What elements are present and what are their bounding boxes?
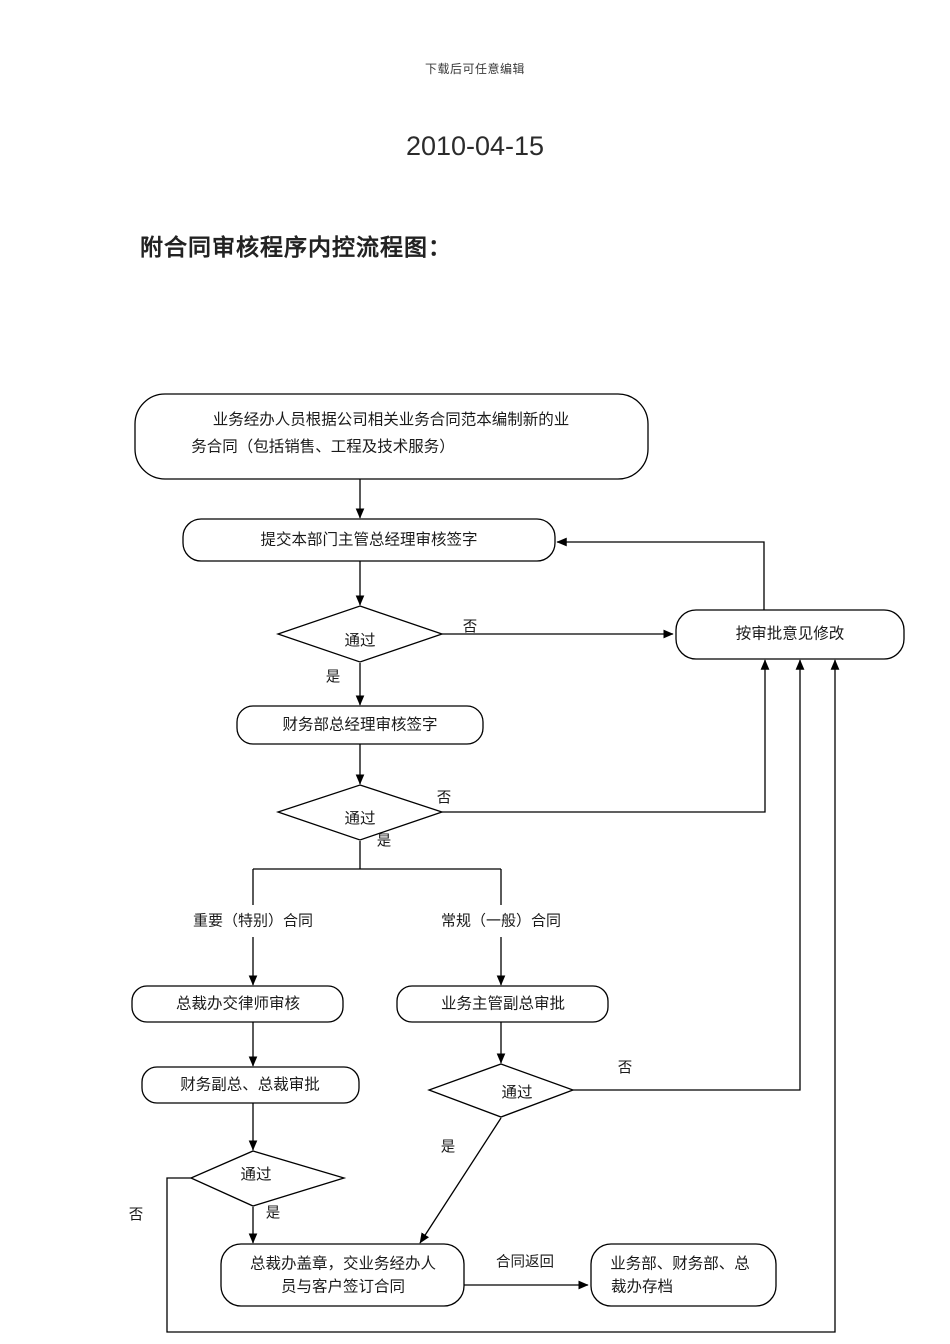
- node-decision-4[interactable]: [189, 1150, 347, 1207]
- label-decision1-yes: 是: [326, 669, 341, 685]
- node-decision-3[interactable]: [427, 1063, 575, 1118]
- node-revise-label: 按审批意见修改: [736, 624, 845, 643]
- edge-decision2-no-to-revise: [442, 659, 770, 813]
- node-vp-business-label: 业务主管副总审批: [441, 995, 565, 1013]
- node-start[interactable]: [134, 393, 649, 480]
- edge-decision3-no-to-revise: [573, 659, 805, 1091]
- edge-decision4-no-to-revise: [166, 659, 840, 1333]
- edge-revise-to-submit: [556, 537, 765, 610]
- node-submit-dept-gm-label: 提交本部门主管总经理审核签字: [260, 531, 477, 549]
- node-start-label-line2: 务合同（包括销售、工程及技术服务）: [191, 438, 455, 456]
- edge-decision3-yes-to-seal: [419, 1117, 502, 1244]
- label-contract-return: 合同返回: [496, 1253, 554, 1270]
- node-finance-vp-ceo[interactable]: [141, 1066, 360, 1104]
- label-decision1-no: 否: [463, 619, 478, 635]
- node-start-label-line1: 业务经办人员根据公司相关业务合同范本编制新的业: [213, 411, 570, 429]
- node-vp-business[interactable]: [396, 985, 609, 1023]
- node-decision-1-label: 通过: [344, 632, 375, 650]
- node-finance-gm[interactable]: [236, 705, 484, 745]
- label-decision3-yes: 是: [441, 1139, 456, 1155]
- label-decision4-no: 否: [129, 1207, 144, 1223]
- node-seal-sign-label-line2: 员与客户签订合同: [281, 1278, 405, 1296]
- node-finance-vp-ceo-label: 财务副总、总裁审批: [180, 1076, 320, 1094]
- node-decision-3-label: 通过: [501, 1084, 532, 1102]
- document-header-note: 下载后可任意编辑: [424, 62, 525, 76]
- label-decision2-yes: 是: [377, 833, 392, 849]
- label-decision3-no: 否: [618, 1060, 633, 1076]
- node-decision-1[interactable]: [275, 605, 445, 663]
- node-seal-sign-label-line1: 总裁办盖章，交业务经办人: [250, 1255, 436, 1273]
- node-finance-gm-label: 财务部总经理审核签字: [282, 716, 437, 734]
- node-decision-4-label: 通过: [240, 1166, 271, 1184]
- document-date: 2010-04-15: [405, 131, 545, 161]
- node-decision-2-label: 通过: [344, 810, 375, 828]
- node-lawyer-review[interactable]: [131, 985, 344, 1023]
- node-seal-sign[interactable]: [220, 1243, 465, 1307]
- label-decision2-no: 否: [437, 790, 452, 806]
- node-archive-label-line2: 裁办存档: [611, 1278, 673, 1296]
- node-archive[interactable]: [590, 1243, 777, 1307]
- node-submit-dept-gm[interactable]: [182, 518, 556, 562]
- node-revise[interactable]: [675, 609, 905, 660]
- node-lawyer-review-label: 总裁办交律师审核: [176, 995, 300, 1013]
- label-important-contract: 重要（特别）合同: [193, 912, 313, 929]
- node-archive-label-line1: 业务部、财务部、总: [610, 1255, 750, 1273]
- page-title: 附合同审核程序内控流程图：: [140, 235, 452, 260]
- node-decision-2[interactable]: [275, 784, 445, 841]
- label-decision4-yes: 是: [266, 1205, 281, 1221]
- label-regular-contract: 常规（一般）合同: [441, 912, 561, 929]
